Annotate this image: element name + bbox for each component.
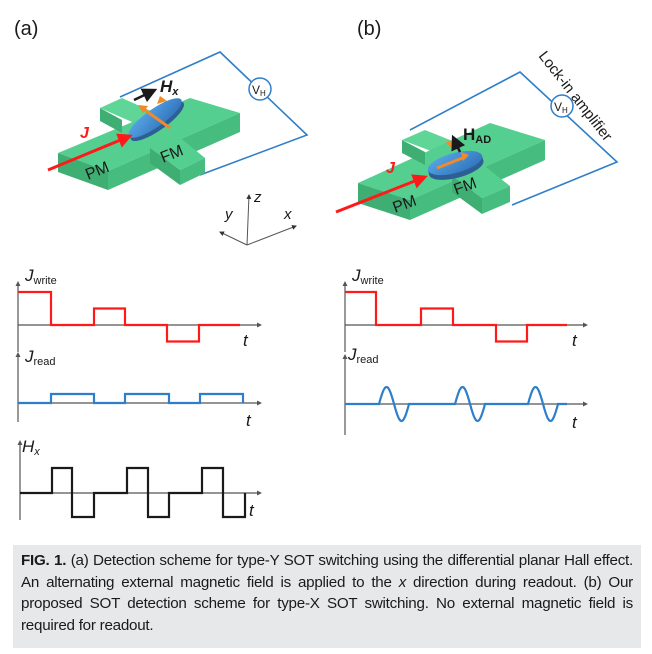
hall-cross-front-side-b bbox=[482, 186, 510, 214]
jread-a-t-arrow bbox=[257, 400, 262, 406]
jwrite-b-y-arrow bbox=[342, 281, 348, 286]
current-label-b: J bbox=[386, 160, 396, 177]
magnetization-arrowhead-a bbox=[138, 105, 148, 113]
jread-t-label-a: t bbox=[246, 411, 252, 430]
jwrite-t-label-a: t bbox=[243, 331, 249, 350]
voltmeter-a bbox=[248, 77, 272, 101]
had-field-arrow bbox=[451, 134, 466, 153]
magnetization-arrow-a bbox=[141, 106, 171, 130]
voltmeter-b bbox=[550, 94, 574, 118]
jwrite-wave-b bbox=[345, 290, 567, 343]
figure-canvas: (a) Hx VH J PM FM bbox=[14, 18, 619, 520]
jwrite-label-a: Jwrite bbox=[24, 266, 57, 287]
svg-text:VH: VH bbox=[252, 83, 266, 98]
jread-label-a: Jread bbox=[24, 347, 56, 368]
current-label-a: J bbox=[80, 125, 90, 142]
fm-label-b: FM bbox=[452, 175, 480, 199]
jwrite-b-t-arrow bbox=[583, 322, 588, 328]
panel-b-device: (b) HAD VH Lock-in amplifier J PM FM bbox=[335, 18, 619, 220]
waveform-plots bbox=[15, 281, 588, 520]
current-arrow-b bbox=[335, 174, 428, 214]
axis-z-label: z bbox=[253, 189, 262, 206]
jwrite-t-label-b: t bbox=[572, 331, 578, 350]
jread-a-y-arrow bbox=[15, 352, 21, 357]
hx-a-t-arrow bbox=[257, 490, 262, 496]
jread-t-label-b: t bbox=[572, 413, 578, 432]
jwrite-a-y-arrow bbox=[15, 281, 21, 286]
jread-wave-b bbox=[345, 385, 567, 423]
current-arrow-a bbox=[47, 133, 133, 172]
caption-text-2: direction during readout. (b) Our propos… bbox=[21, 573, 633, 634]
orange-dash-arrow-a bbox=[157, 96, 167, 104]
hx-wave-a bbox=[20, 466, 247, 519]
svg-text:VH: VH bbox=[554, 100, 568, 115]
jwrite-wave-a bbox=[18, 290, 240, 343]
figure-caption: FIG. 1. (a) Detection scheme for type-Y … bbox=[13, 545, 641, 648]
magnetization-arrowhead-b bbox=[461, 152, 469, 161]
hx-label-a: Hx bbox=[22, 437, 40, 458]
hx-a-y-arrow bbox=[17, 440, 23, 445]
circuit-wire-b bbox=[409, 71, 619, 206]
had-field-label: HAD bbox=[463, 125, 491, 146]
coordinate-axes: z y x bbox=[219, 189, 297, 246]
hx-t-label-a: t bbox=[249, 501, 255, 520]
hall-cross-back-face-b bbox=[402, 140, 425, 165]
jwrite-a-t-arrow bbox=[257, 322, 262, 328]
fm-disk bbox=[427, 150, 484, 180]
hall-cross-front-face-b bbox=[452, 176, 482, 214]
panel-a-label: (a) bbox=[14, 18, 38, 40]
hall-cross-front-side bbox=[180, 158, 205, 185]
jread-label-b: Jread bbox=[347, 345, 379, 366]
hall-cross-front-face bbox=[150, 148, 180, 185]
jwrite-label-b: Jwrite bbox=[351, 266, 384, 287]
jread-wave-a bbox=[18, 392, 245, 405]
caption-text-1: (a) Detection scheme for type-Y SOT swit… bbox=[21, 552, 633, 591]
axis-y-label: y bbox=[224, 206, 234, 223]
orange-dash-arrow-b bbox=[446, 140, 453, 148]
hx-field-label: Hx bbox=[160, 77, 179, 98]
hx-field-arrow bbox=[133, 88, 158, 103]
pm-bar-front-b bbox=[358, 183, 410, 220]
hall-cross-front-arm bbox=[150, 136, 205, 170]
caption-fig-label: FIG. 1. bbox=[21, 552, 67, 569]
jread-b-y-arrow bbox=[342, 354, 348, 359]
panel-a-device: (a) Hx VH J PM FM bbox=[14, 18, 309, 246]
axis-x-label: x bbox=[283, 206, 292, 223]
caption-x-italic: x bbox=[398, 573, 407, 591]
jread-b-t-arrow bbox=[583, 401, 588, 407]
magnetization-arrow-b bbox=[436, 155, 466, 170]
panel-b-label: (b) bbox=[357, 18, 381, 40]
waveform-labels: Jwrite t Jread t Hx t Jwrite t Jread t bbox=[22, 266, 578, 520]
hall-cross-back-face bbox=[100, 108, 122, 133]
